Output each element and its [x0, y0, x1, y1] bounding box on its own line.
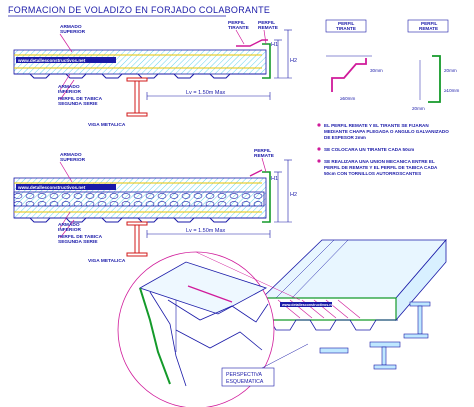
remate-section [428, 55, 441, 103]
tirante-title-b: TIRANTE [336, 26, 356, 31]
armado-inferior-label-2b: INFERIOR [58, 227, 81, 233]
website-watermark-2: www.detallesconstructivos.net [17, 185, 86, 190]
armado-superior-label-1b: SUPERIOR [60, 29, 86, 35]
remate-dim-c: 20mm [444, 68, 457, 73]
armado-superior-label-1a: ARMADO [60, 24, 82, 30]
perfil-tirante-label-1b: TIRANTE [228, 25, 250, 31]
remate-dim-e: 20mm [412, 106, 425, 111]
tirante-dim-a: 30mm [370, 68, 383, 73]
notes: EL PERFIL REMATE Y EL TIRANTE SE FIJARAN… [317, 123, 450, 176]
length-dim-1: Lv = 1.50m Max [186, 90, 226, 96]
website-watermark: www.detallesconstructivos.net [17, 58, 86, 63]
perfil-tabica-label-1b: SEGUNDA SERIE [58, 101, 98, 107]
detail-2: www.detallesconstructivos.net Lv = 1.50m… [13, 148, 297, 264]
steel-beam-1 [126, 77, 148, 117]
perfil-tirante-label-1a: PERFIL [228, 20, 245, 26]
perfil-remate-label-2b: REMATE [254, 153, 275, 159]
sheet-title: FORMACION DE VOLADIZO EN FORJADO COLABOR… [8, 5, 270, 15]
remate-title-b: REMATE [419, 26, 438, 31]
note-2: SE COLOCARA UN TIRANTE CADA 50cm [324, 147, 414, 152]
perspective-view: www.detallesconstructivos.net PERSPECTIV… [117, 238, 447, 407]
steel-deck-2 [14, 217, 266, 223]
tirante-title-a: PERFIL [338, 21, 355, 26]
armado-inferior-label-1b: INFERIOR [58, 89, 81, 95]
armado-inferior-label-2a: ARMADO [58, 222, 80, 228]
perfil-tabica-label-2b: SEGUNDA SERIE [58, 239, 98, 245]
note-3: SE REALIZARA UNA UNION MECANICA ENTRE EL… [324, 159, 438, 176]
h2-dim-1: H2 [290, 58, 297, 64]
tirante-dim-b: ≥50mm [340, 96, 355, 101]
perspective-label-b: ESQUEMATICA [226, 379, 264, 385]
h1-dim-2: H1 [271, 176, 278, 182]
perfil-tabica-label-2a: PERFIL DE TABICA [58, 234, 103, 240]
website-watermark-3: www.detallesconstructivos.net [281, 303, 335, 307]
note-1: EL PERFIL REMATE Y EL TIRANTE SE FIJARAN… [324, 123, 450, 140]
length-dim-2: Lv = 1.50m Max [186, 228, 226, 234]
viga-label-1: VIGA METALICA [88, 122, 126, 128]
armado-superior-label-2b: SUPERIOR [60, 157, 86, 163]
armado-inferior-label-1a: ARMADO [58, 84, 80, 90]
viga-label-2: VIGA METALICA [88, 258, 126, 264]
detail-1: www.detallesconstructivos.net Lv = 1.50m… [13, 20, 297, 128]
perfil-tabica-label-1a: PERFIL DE TABICA [58, 96, 103, 102]
perfil-remate-label-1a: PERFIL [258, 20, 275, 26]
remate-title-a: PERFIL [421, 21, 438, 26]
tirante-section [331, 58, 367, 92]
steel-beam-2 [126, 221, 148, 257]
concrete-slab [13, 49, 267, 75]
profile-details: PERFIL TIRANTE PERFIL REMATE 30mm ≥50mm … [325, 19, 459, 111]
remate-dim-d: ≥10mm [444, 88, 459, 93]
composite-deck-band [13, 191, 265, 207]
h1-dim-1: H1 [271, 42, 278, 48]
perfil-remate-label-1b: REMATE [258, 25, 279, 31]
perspective-label-a: PERSPECTIVA [226, 372, 262, 378]
steel-deck [14, 73, 266, 79]
armado-superior-label-2a: ARMADO [60, 152, 82, 158]
perfil-tirante-profile [236, 39, 268, 47]
h2-dim-2: H2 [290, 192, 297, 198]
perfil-remate-label-2a: PERFIL [254, 148, 271, 154]
